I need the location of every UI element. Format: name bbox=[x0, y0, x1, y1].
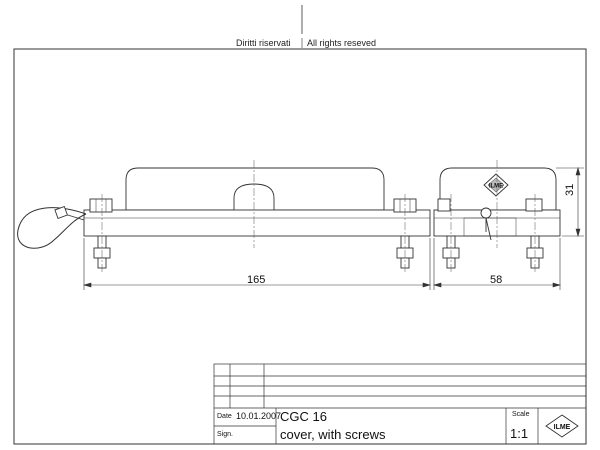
front-centerlines bbox=[101, 160, 406, 272]
title-block bbox=[213, 363, 587, 445]
ilme-logo-title-block: ILME bbox=[545, 414, 579, 438]
dimension-height bbox=[556, 166, 584, 238]
scale-label: Scale bbox=[512, 411, 530, 418]
side-centerlines bbox=[450, 160, 536, 272]
svg-text:ILME: ILME bbox=[489, 184, 503, 190]
date-value: 10.01.2007 bbox=[236, 411, 282, 421]
dimension-front-width bbox=[82, 238, 432, 290]
part-description: cover, with screws bbox=[280, 427, 386, 442]
front-view bbox=[17, 167, 431, 269]
dimension-31-label: 31 bbox=[564, 183, 576, 196]
logo-text: ILME bbox=[554, 424, 571, 431]
date-label: Date bbox=[217, 413, 232, 420]
scale-value: 1:1 bbox=[510, 426, 529, 441]
dimension-165-label: 165 bbox=[247, 274, 266, 286]
rights-reserved-english: All rights reseved bbox=[307, 38, 377, 48]
part-code: CGC 16 bbox=[280, 409, 327, 424]
rights-reserved-italian: Diritti riservati bbox=[236, 38, 291, 48]
sign-label: Sign. bbox=[217, 431, 233, 438]
dimension-58-label: 58 bbox=[490, 274, 503, 286]
ilme-logo-side-view: ILME bbox=[483, 173, 509, 197]
dimension-side-width bbox=[432, 238, 562, 290]
